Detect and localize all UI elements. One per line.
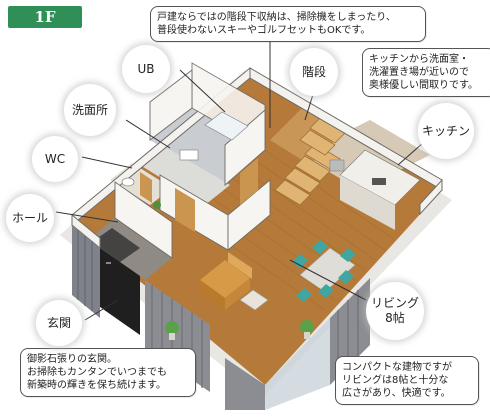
washbasin <box>179 149 199 161</box>
living-note-callout: コンパクトな建物ですが リビングは8帖と十分な 広さがあり、快適です。 <box>335 356 479 405</box>
room-label-ub: UB <box>122 45 170 93</box>
washroom-floor <box>140 145 230 205</box>
callout-line: 洗濯置き場が近いので <box>369 67 469 78</box>
kitchen-note-callout: キッチンから洗面室・ 洗濯置き場が近いので 奥様優しい間取りです。 <box>362 48 490 97</box>
plants <box>153 201 314 340</box>
room-label-stairs: 階段 <box>290 48 338 96</box>
room-label-hall: ホール <box>6 194 54 242</box>
microwave <box>329 159 345 172</box>
entrance-note-callout: 御影石張りの玄関。 お掃除もカンタンでいつまでも 新築時の輝きを保ち続けます。 <box>20 348 196 397</box>
room-label-kitchen: キッチン <box>418 103 474 159</box>
toilet <box>121 177 135 187</box>
callout-line: お掃除もカンタンでいつまでも <box>27 367 167 378</box>
door-handle <box>106 262 111 264</box>
coffee-table <box>239 289 269 311</box>
stairs-storage-callout: 戸建ならではの階段下収納は、掃除機をしまったり、 普段使わないスキーやゴルフセッ… <box>150 6 426 42</box>
callout-line: 奥様優しい間取りです。 <box>369 80 478 91</box>
room-label-washroom: 洗面所 <box>64 84 116 136</box>
genkan-mat <box>92 228 140 262</box>
living-label-name: リビング <box>370 296 419 310</box>
callout-line: 広さがあり、快適です。 <box>342 388 451 399</box>
kitchen-counter <box>329 149 421 230</box>
floor-label: 1F <box>8 6 82 28</box>
callout-line: リビングは8帖と十分な <box>342 375 449 386</box>
stove <box>372 178 386 185</box>
bathtub <box>204 111 249 141</box>
callout-line: 普段使わないスキーやゴルフセットもOKです。 <box>157 25 371 36</box>
room-label-genkan: 玄関 <box>36 300 82 346</box>
callout-line: 新築時の輝きを保ち続けます。 <box>27 380 166 391</box>
sofa <box>200 252 252 310</box>
callout-line: 御影石張りの玄関。 <box>27 354 117 365</box>
callout-line: キッチンから洗面室・ <box>369 54 469 65</box>
room-label-wc: WC <box>32 136 78 182</box>
room-label-living: リビング 8帖 <box>366 282 424 340</box>
living-label-size: 8帖 <box>385 311 405 325</box>
callout-line: 戸建ならではの階段下収納は、掃除機をしまったり、 <box>157 12 396 23</box>
interior-doors <box>140 158 258 232</box>
staircase <box>270 105 346 206</box>
callout-line: コンパクトな建物ですが <box>342 362 452 373</box>
